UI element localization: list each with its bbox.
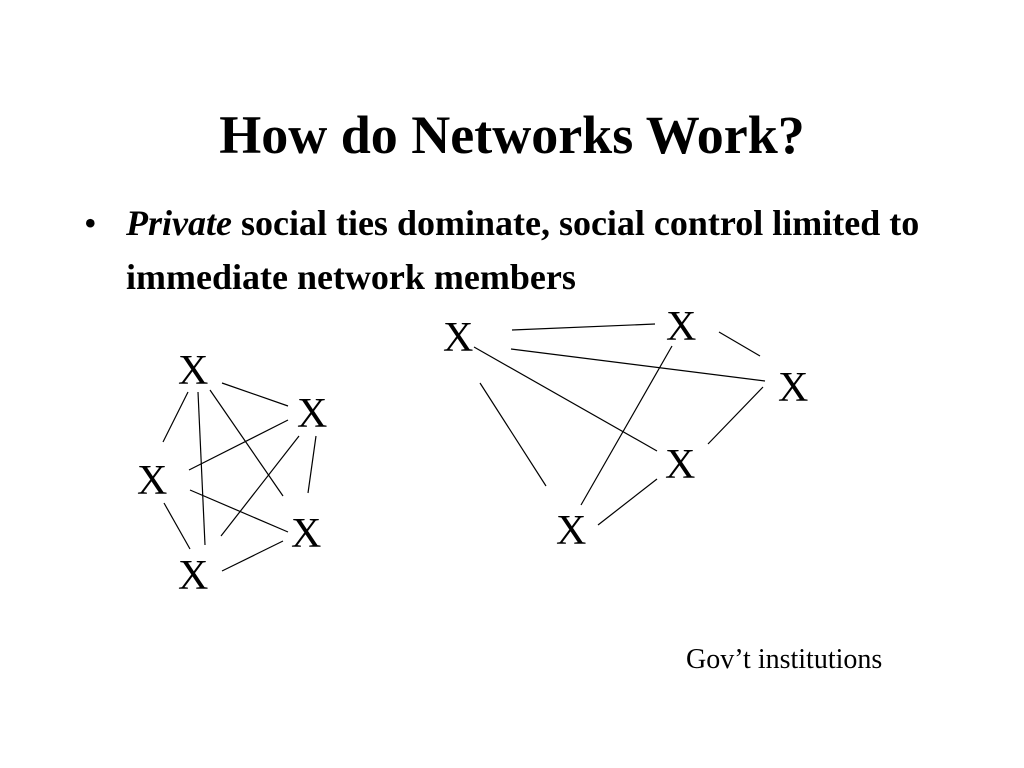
bullet-text: social ties dominate, social control lim…: [126, 203, 920, 297]
bullet-item: • Private social ties dominate, social co…: [78, 196, 978, 304]
network-edge: [473, 346, 658, 452]
network-edge: [307, 435, 317, 494]
network-edge: [718, 331, 761, 357]
slide-title: How do Networks Work?: [219, 105, 805, 165]
node-label: X: [137, 458, 167, 504]
node-label: X: [178, 553, 208, 599]
network-edge: [188, 419, 289, 471]
node-label: X: [178, 348, 208, 394]
bullet-marker: •: [84, 203, 97, 243]
network-edge: [162, 391, 189, 443]
node-label: X: [556, 508, 586, 554]
network-edge: [197, 391, 206, 546]
bullet-list: • Private social ties dominate, social co…: [78, 196, 978, 304]
left-network: X X X X X: [137, 348, 327, 599]
network-edge: [220, 435, 300, 537]
network-edge: [221, 540, 284, 572]
caption-govt-institutions: Gov’t institutions: [686, 644, 883, 675]
network-edge: [221, 382, 289, 407]
network-edge: [209, 389, 284, 497]
network-edge: [580, 345, 673, 506]
right-network: X X X X X: [443, 304, 808, 554]
network-edge: [511, 323, 656, 331]
network-edge: [189, 489, 289, 533]
bullet-emphasis: Private: [126, 203, 232, 243]
network-edge: [479, 382, 547, 487]
network-edge: [510, 348, 766, 382]
node-label: X: [443, 315, 473, 361]
node-label: X: [297, 391, 327, 437]
network-edge: [597, 478, 658, 526]
node-label: X: [778, 365, 808, 411]
node-label: X: [666, 304, 696, 350]
network-edge: [707, 386, 764, 445]
node-label: X: [291, 511, 321, 557]
network-edge: [163, 502, 191, 550]
node-label: X: [665, 442, 695, 488]
